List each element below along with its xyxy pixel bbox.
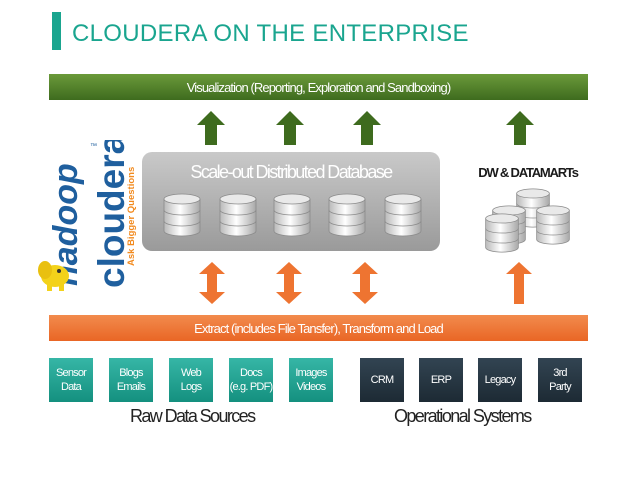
source-line1: Sensor: [55, 367, 87, 379]
hadoop-logo: hadoop: [38, 163, 85, 291]
distributed-database-label: Scale-out Distributed Database: [190, 162, 393, 182]
database-icon: [273, 193, 311, 237]
visualization-banner: Visualization (Reporting, Exploration an…: [49, 74, 588, 100]
source-line2: Data: [60, 381, 82, 393]
cloudera-tagline: Ask Bigger Questions: [126, 167, 136, 266]
up-arrow-icon: [506, 111, 534, 145]
hadoop-elephant-icon: [38, 261, 69, 291]
raw-data-sources-label: Raw Data Sources: [130, 406, 256, 426]
double-arrow-icon: [199, 262, 225, 304]
system-label: Legacy: [484, 374, 516, 386]
source-line1: Images: [295, 367, 327, 379]
dw-datamarts-label: DW & DATAMARTs: [478, 165, 579, 180]
database-icon: [219, 193, 257, 237]
operational-systems-label: Operational Systems: [394, 406, 532, 426]
up-arrow-icon: [197, 111, 225, 145]
up-arrow-icon: [353, 111, 381, 145]
up-arrow-icon: [276, 111, 304, 145]
up-arrow-icon: [506, 262, 532, 304]
source-line1: Docs: [240, 367, 263, 379]
etl-banner: Extract (includes File Tansfer), Transfo…: [49, 315, 588, 341]
system-erp: ERP: [419, 358, 463, 402]
system-legacy: Legacy: [478, 358, 522, 402]
trademark-symbol: ™: [90, 143, 97, 150]
source-line1: Web: [180, 367, 202, 379]
page-title: CLOUDERA ON THE ENTERPRISE: [72, 20, 469, 47]
system-line1: 3rd: [553, 367, 567, 379]
database-icon: [485, 213, 519, 253]
double-arrow-icon: [352, 262, 378, 304]
database-icon: [163, 193, 201, 237]
system-label: ERP: [430, 374, 452, 386]
source-line2: Emails: [116, 381, 146, 393]
database-icon: [384, 193, 422, 237]
system-line2: Party: [549, 381, 571, 393]
double-arrow-icon: [276, 262, 302, 304]
system-crm: CRM: [360, 358, 404, 402]
source-docs: Docs (e.g. PDF): [229, 358, 273, 402]
database-icon: [536, 205, 570, 245]
cloudera-logo: cloudera Ask Bigger Questions ™: [90, 140, 136, 288]
source-line2: Logs: [180, 381, 202, 393]
source-line2: (e.g. PDF): [229, 381, 274, 393]
cloudera-wordmark: cloudera: [91, 140, 132, 288]
title-accent-bar: [52, 12, 61, 50]
source-line2: Videos: [296, 381, 326, 393]
source-line1: Blogs: [119, 367, 143, 379]
database-icon: [328, 193, 366, 237]
system-label: CRM: [370, 374, 394, 386]
